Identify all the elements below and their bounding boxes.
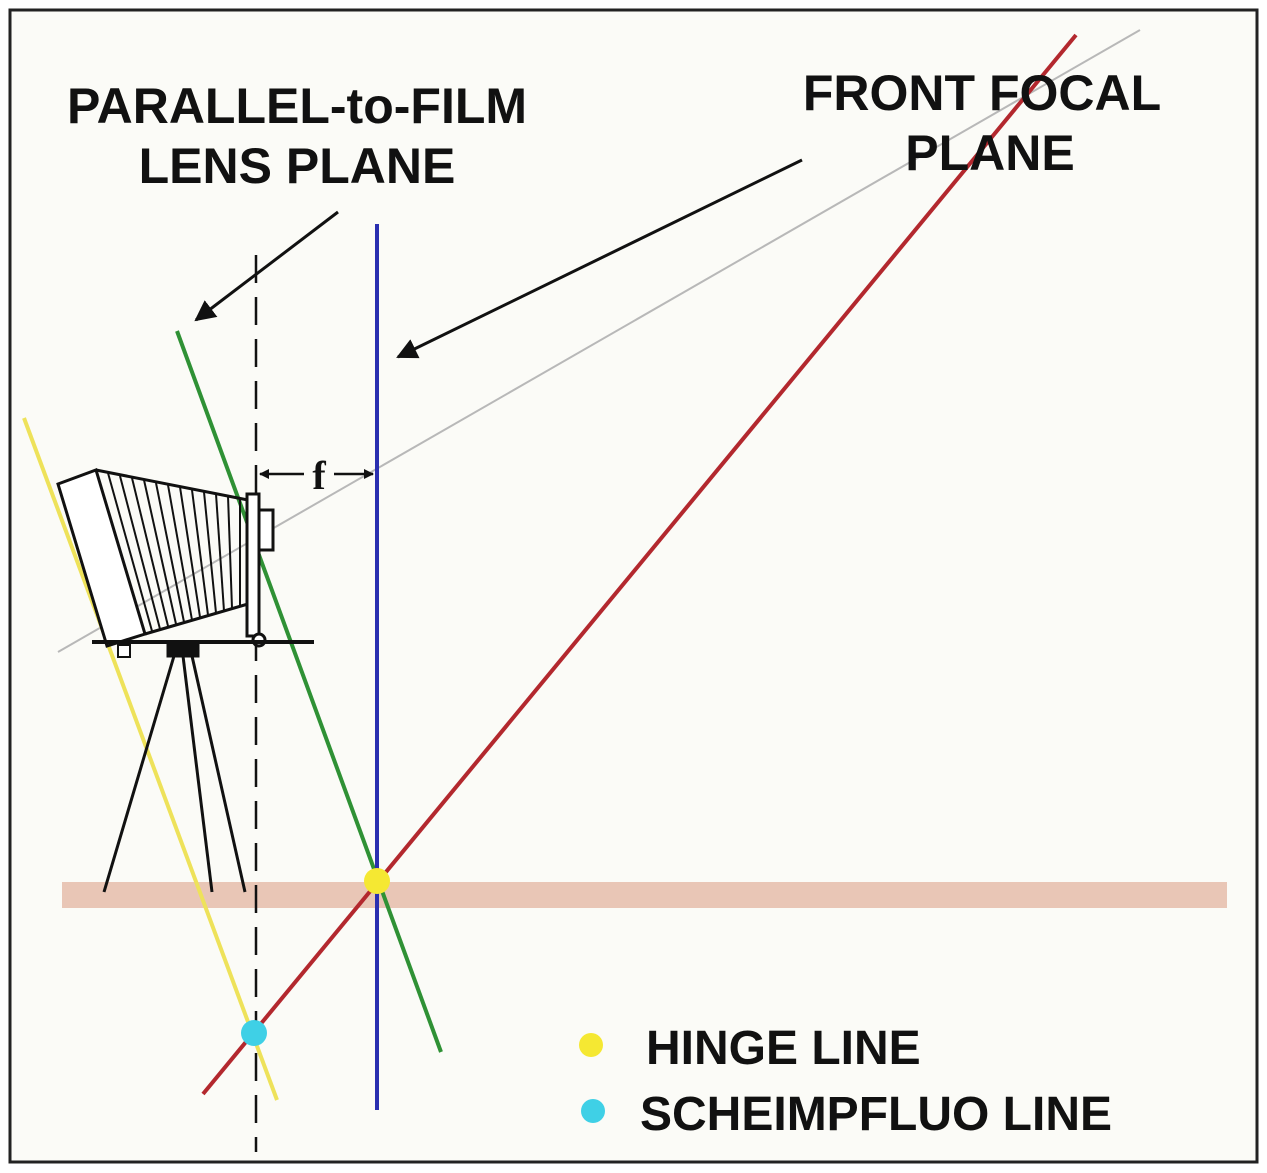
lens-plane-label-line1: PARALLEL-to-FILM <box>67 78 527 134</box>
camera-bellows-folds <box>107 472 241 632</box>
focal-plane-label-line2: PLANE <box>905 125 1074 181</box>
film-plane-line <box>22 417 279 1101</box>
focal-plane-label-line1: FRONT FOCAL <box>803 65 1161 121</box>
view-camera <box>56 468 314 893</box>
legend-hinge-label: HINGE LINE <box>646 1022 921 1075</box>
lens-plane-label-line2: LENS PLANE <box>139 138 456 194</box>
focal-length-label: f <box>312 453 326 498</box>
hinge-line-point <box>364 868 390 894</box>
camera-rear-knob <box>117 644 131 658</box>
legend-scheimpflug-label: SCHEIMPFLUO LINE <box>640 1088 1112 1141</box>
tripod-head <box>166 642 200 658</box>
camera-lens <box>257 508 275 552</box>
lens-plane-pointer-arrow <box>194 210 339 322</box>
camera-front-standard <box>245 492 261 638</box>
scheimpflug-line-point <box>241 1020 267 1046</box>
focal-plane-pointer-arrow <box>396 158 803 359</box>
tripod-leg-left <box>102 655 176 893</box>
tripod-leg-right <box>190 655 247 893</box>
optical-axis-line <box>57 29 1141 653</box>
diagram-background <box>8 8 1259 1164</box>
legend-scheimpflug-swatch <box>581 1099 605 1123</box>
legend: HINGE LINE SCHEIMPFLUO LINE <box>579 1022 1112 1141</box>
legend-hinge-swatch <box>579 1033 603 1057</box>
lens-plane-line <box>175 330 443 1053</box>
ground-band <box>62 882 1227 908</box>
tripod-leg-center <box>181 655 214 893</box>
plane-of-focus-line <box>201 33 1078 1096</box>
